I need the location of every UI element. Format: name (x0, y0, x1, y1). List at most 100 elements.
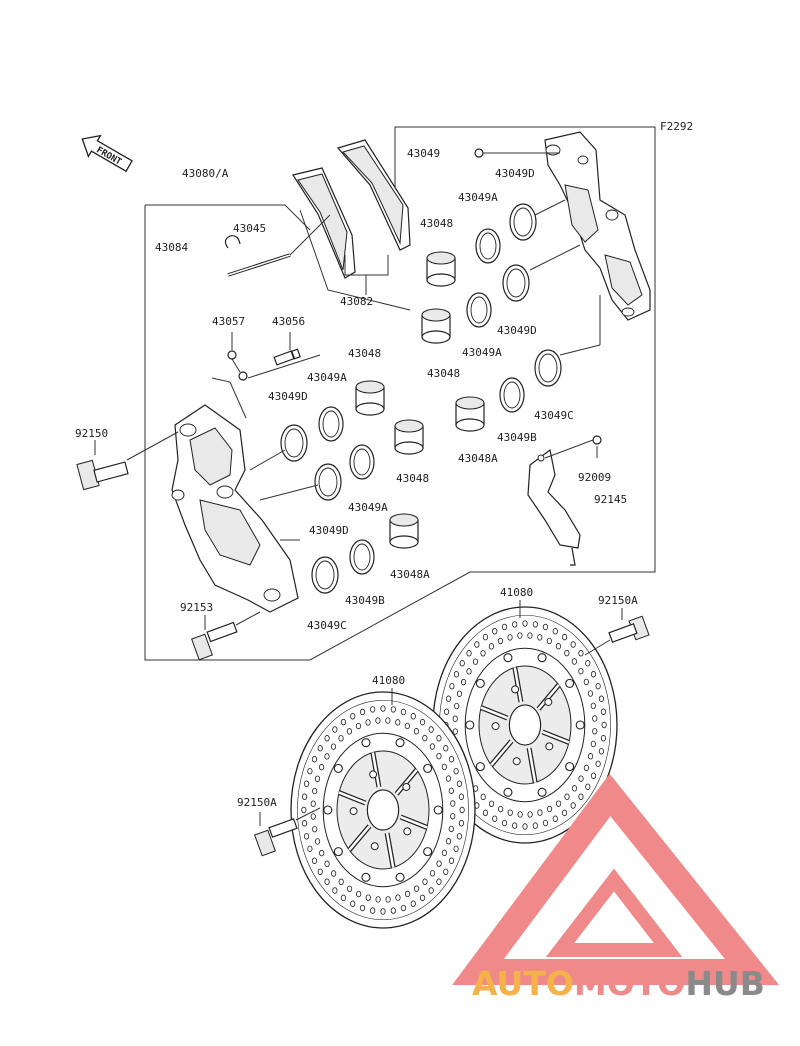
watermark-auto: AUTO (472, 964, 574, 1003)
disc-hole (448, 787, 454, 795)
disc-hole (578, 775, 584, 782)
disc-hole (441, 763, 447, 771)
disc-hole (592, 715, 598, 722)
disc-hole (517, 632, 523, 639)
disc-hole (453, 767, 459, 775)
disc-hole (585, 783, 591, 790)
disc-hole (537, 634, 543, 641)
disc-hole (546, 805, 553, 813)
disc-hole (555, 643, 562, 650)
disc-hole (452, 728, 458, 735)
disc-hole (395, 894, 401, 901)
disc-hole (410, 713, 416, 720)
bolt-92150 (76, 459, 129, 491)
disc-hole (385, 896, 391, 903)
disc-hole (324, 878, 330, 885)
disc-hole (350, 713, 356, 720)
disc-hole (312, 825, 318, 833)
label-43049a-3: 43049A (307, 371, 347, 384)
disc-hole (413, 728, 420, 735)
disc-hole (311, 756, 318, 763)
disc-hole (303, 833, 310, 840)
pistons (355, 251, 485, 549)
disc-hole (450, 813, 456, 820)
disc-hole (436, 752, 442, 760)
disc-hole (453, 671, 460, 678)
disc-hole (436, 878, 442, 885)
disc-hole (466, 650, 472, 657)
disc-hole (419, 718, 426, 726)
disc-hole (331, 870, 337, 877)
bleeder-valve (227, 348, 301, 381)
disc-hole (443, 745, 449, 752)
disc-hole (314, 775, 321, 782)
label-43048a: 43048A (458, 452, 498, 465)
disc-hole (324, 735, 330, 742)
disc-hole (346, 885, 353, 892)
right-caliper-body (544, 131, 651, 321)
disc-hole (542, 819, 549, 827)
disc-hole (400, 904, 407, 912)
disc-hole (598, 748, 605, 755)
disc-hole (441, 849, 448, 857)
bolt-92150a-lower (254, 818, 298, 857)
disc-hole (436, 735, 442, 742)
disc-hole (319, 849, 325, 857)
disc-hole (564, 793, 570, 800)
disc-hole (472, 658, 479, 665)
watermark-moto: MOTO (574, 964, 685, 1003)
disc-hole (375, 896, 381, 903)
disc-hole (350, 900, 356, 907)
disc-hole (488, 800, 495, 807)
disc-hole (587, 753, 594, 760)
disc-hole (365, 894, 371, 901)
disc-hole (600, 708, 607, 715)
label-41080: 41080 (500, 586, 533, 599)
disc-hole (312, 787, 318, 795)
disc-hole (330, 743, 337, 750)
disc-hole (482, 633, 489, 641)
disc-hole (590, 772, 597, 779)
label-43057: 43057 (212, 315, 245, 328)
label-41080-2: 41080 (372, 674, 405, 687)
disc-hole (522, 620, 528, 627)
label-43045: 43045 (233, 222, 266, 235)
disc-hole (542, 623, 549, 631)
disc-hole (583, 764, 590, 772)
label-43049d-2: 43049D (497, 324, 537, 337)
disc-hole (546, 637, 552, 645)
disc-hole (587, 690, 594, 697)
disc-hole (400, 708, 407, 716)
disc-hole (310, 813, 316, 820)
disc-hole (301, 793, 308, 800)
label-43049b: 43049B (497, 431, 537, 444)
label-43049a: 43049A (458, 191, 498, 204)
disc-hole (422, 878, 428, 885)
disc-hole (492, 628, 498, 635)
disc-hole (380, 705, 386, 712)
label-43084: 43084 (155, 241, 188, 254)
disc-hole (517, 811, 523, 818)
disc-hole (355, 722, 362, 730)
disc-hole (555, 800, 562, 807)
disc-hole (410, 900, 416, 907)
label-43049d-3: 43049D (268, 390, 308, 403)
disc-hole (532, 822, 538, 829)
disc-hole (404, 722, 410, 730)
watermark-logo: AUTOMOTOHUB (452, 773, 780, 1003)
label-92150: 92150 (75, 427, 108, 440)
disc-hole (359, 904, 366, 912)
label-43048: 43048 (420, 217, 453, 230)
disc-hole (365, 719, 371, 726)
disc-hole (445, 838, 452, 845)
bolt-92150a-upper (608, 615, 650, 643)
disc-hole (443, 868, 449, 875)
label-43048-2: 43048 (427, 367, 460, 380)
disc-hole (301, 806, 307, 814)
disc-hole (482, 809, 489, 817)
disc-hole (448, 825, 454, 833)
disc-hole (346, 728, 353, 735)
disc-hole (449, 682, 455, 690)
brake-pads (292, 139, 411, 279)
